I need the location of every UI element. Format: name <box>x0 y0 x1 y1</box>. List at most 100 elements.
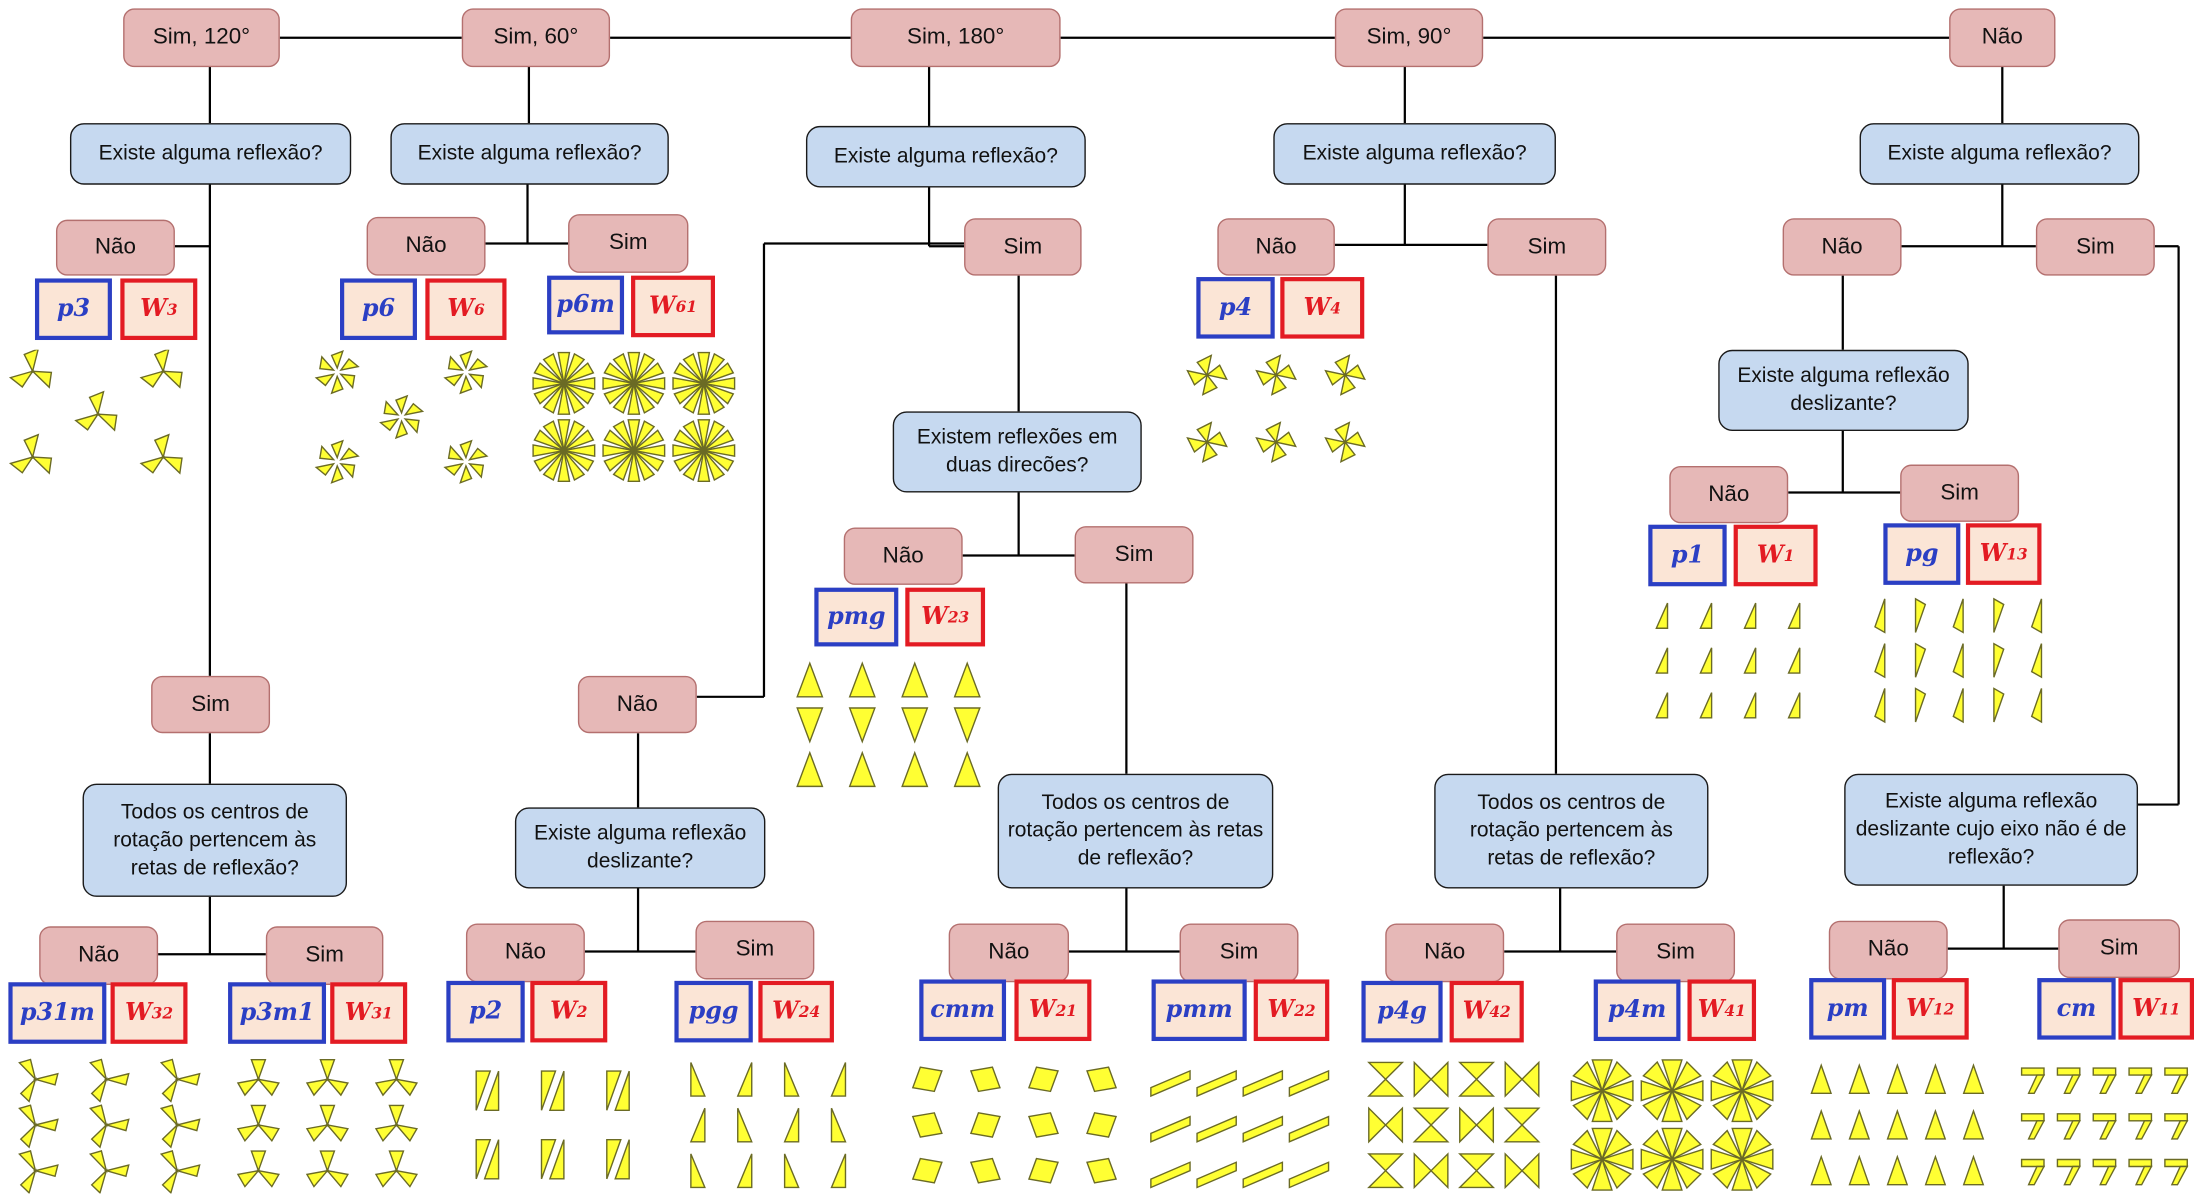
motif-shape <box>703 429 735 452</box>
motif-shape <box>2030 643 2043 679</box>
motif-shape <box>703 376 736 390</box>
motif-shape <box>1027 1112 1059 1138</box>
answer-no-glide-none: Não <box>1669 465 1789 524</box>
motif-shape <box>1962 1063 1985 1094</box>
motif-shape <box>1739 1148 1774 1171</box>
motif-shape <box>1670 1129 1702 1161</box>
motif-shape <box>1848 1108 1871 1140</box>
motif-shape <box>1196 1161 1237 1189</box>
motif-shape <box>1743 647 1757 674</box>
motif-shape <box>388 1150 405 1173</box>
motif-shape <box>1288 1161 1330 1189</box>
motif-shape <box>1848 1063 1871 1094</box>
motif-shape <box>1324 436 1347 454</box>
motif-shape <box>90 1168 108 1194</box>
motif-shape <box>88 390 105 417</box>
motif-shape <box>953 750 981 788</box>
motif-shape <box>911 1112 943 1138</box>
motif-shape <box>2056 1067 2081 1076</box>
motif-shape <box>1886 1154 1909 1186</box>
motif-shape <box>2164 1067 2188 1076</box>
motif-shape <box>1274 364 1297 381</box>
answer-yes-60: Sim <box>568 214 689 273</box>
motif-shape <box>2164 1158 2188 1168</box>
motif-shape <box>88 1058 108 1082</box>
motif-shape <box>330 374 344 395</box>
motif-shape <box>633 420 656 452</box>
answer-yes-none: Sim <box>2035 218 2155 276</box>
motif-shape <box>1521 1152 1540 1190</box>
motif-shape <box>1384 1106 1404 1144</box>
motif-shape <box>1339 373 1356 396</box>
pattern-pg <box>1874 597 2043 724</box>
motif-shape <box>1952 598 1964 634</box>
motif-shape <box>1412 1107 1450 1126</box>
motif-shape <box>2128 1158 2153 1168</box>
motif-shape <box>563 352 586 384</box>
motif-shape <box>2030 688 2043 724</box>
motif-shape <box>2170 1120 2189 1140</box>
motif-shape <box>319 444 336 461</box>
no-rotation-node: Não <box>1949 8 2056 68</box>
motif-shape <box>1642 1129 1674 1161</box>
motif-shape <box>256 1169 280 1188</box>
motif-shape <box>563 362 595 385</box>
motif-shape <box>1150 1115 1191 1143</box>
motif-shape <box>1743 692 1757 719</box>
motif-shape <box>1413 1152 1433 1190</box>
motif-shape <box>848 661 876 698</box>
motif-shape <box>796 750 824 788</box>
motif-shape <box>305 1169 330 1188</box>
motif-shape <box>236 1123 261 1143</box>
motif-shape <box>1874 643 1886 679</box>
group-label-cmm: cmm <box>919 979 1007 1042</box>
motif-shape <box>1661 1059 1683 1094</box>
motif-shape <box>2030 598 2043 634</box>
motif-shape <box>2128 1067 2153 1076</box>
motif-shape <box>23 349 39 374</box>
motif-shape <box>174 1164 201 1178</box>
group-label-p6: p6 <box>340 278 417 341</box>
motif-shape <box>1572 1129 1604 1161</box>
motif-shape <box>330 350 344 370</box>
motif-shape <box>2092 1067 2117 1076</box>
pattern-p6m <box>532 351 736 483</box>
motif-shape <box>1430 1152 1449 1190</box>
motif-shape <box>8 455 35 474</box>
motif-shape <box>1196 354 1213 377</box>
motif-shape <box>374 1123 399 1143</box>
centers-question-180: Todos os centros de rotação pertencem às… <box>997 773 1274 889</box>
motif-shape <box>1699 647 1713 674</box>
glide-question-180: Existe alguma reflexão deslizante? <box>514 807 766 889</box>
motif-shape <box>88 1104 108 1128</box>
pattern-pmm <box>1150 1069 1330 1189</box>
reflection-question-180: Existe alguma reflexão? <box>805 125 1086 188</box>
motif-shape <box>475 1138 492 1180</box>
motif-shape <box>1599 1148 1634 1171</box>
motif-shape <box>1255 436 1278 454</box>
motif-shape <box>1343 431 1366 448</box>
motif-shape <box>603 382 635 405</box>
motif-shape <box>1201 440 1218 464</box>
motif-shape <box>703 444 736 457</box>
motif-shape <box>103 1164 130 1178</box>
answer-no-centers-180: Não <box>948 923 1070 983</box>
motif-shape <box>703 382 735 405</box>
motif-shape <box>394 1169 419 1188</box>
motif-shape <box>1924 1063 1947 1094</box>
motif-shape <box>703 449 735 472</box>
glide-axis-question: Existe alguma reflexão deslizante cujo e… <box>1844 773 2139 886</box>
motif-shape <box>2164 1113 2188 1122</box>
pattern-p1 <box>1655 602 1801 719</box>
motif-shape <box>548 1139 565 1180</box>
pattern-cmm <box>911 1066 1118 1184</box>
motif-shape <box>1787 647 1801 674</box>
motif-shape <box>459 464 473 484</box>
motif-shape <box>627 419 641 451</box>
pattern-p31m <box>18 1058 201 1194</box>
motif-shape <box>403 402 425 416</box>
